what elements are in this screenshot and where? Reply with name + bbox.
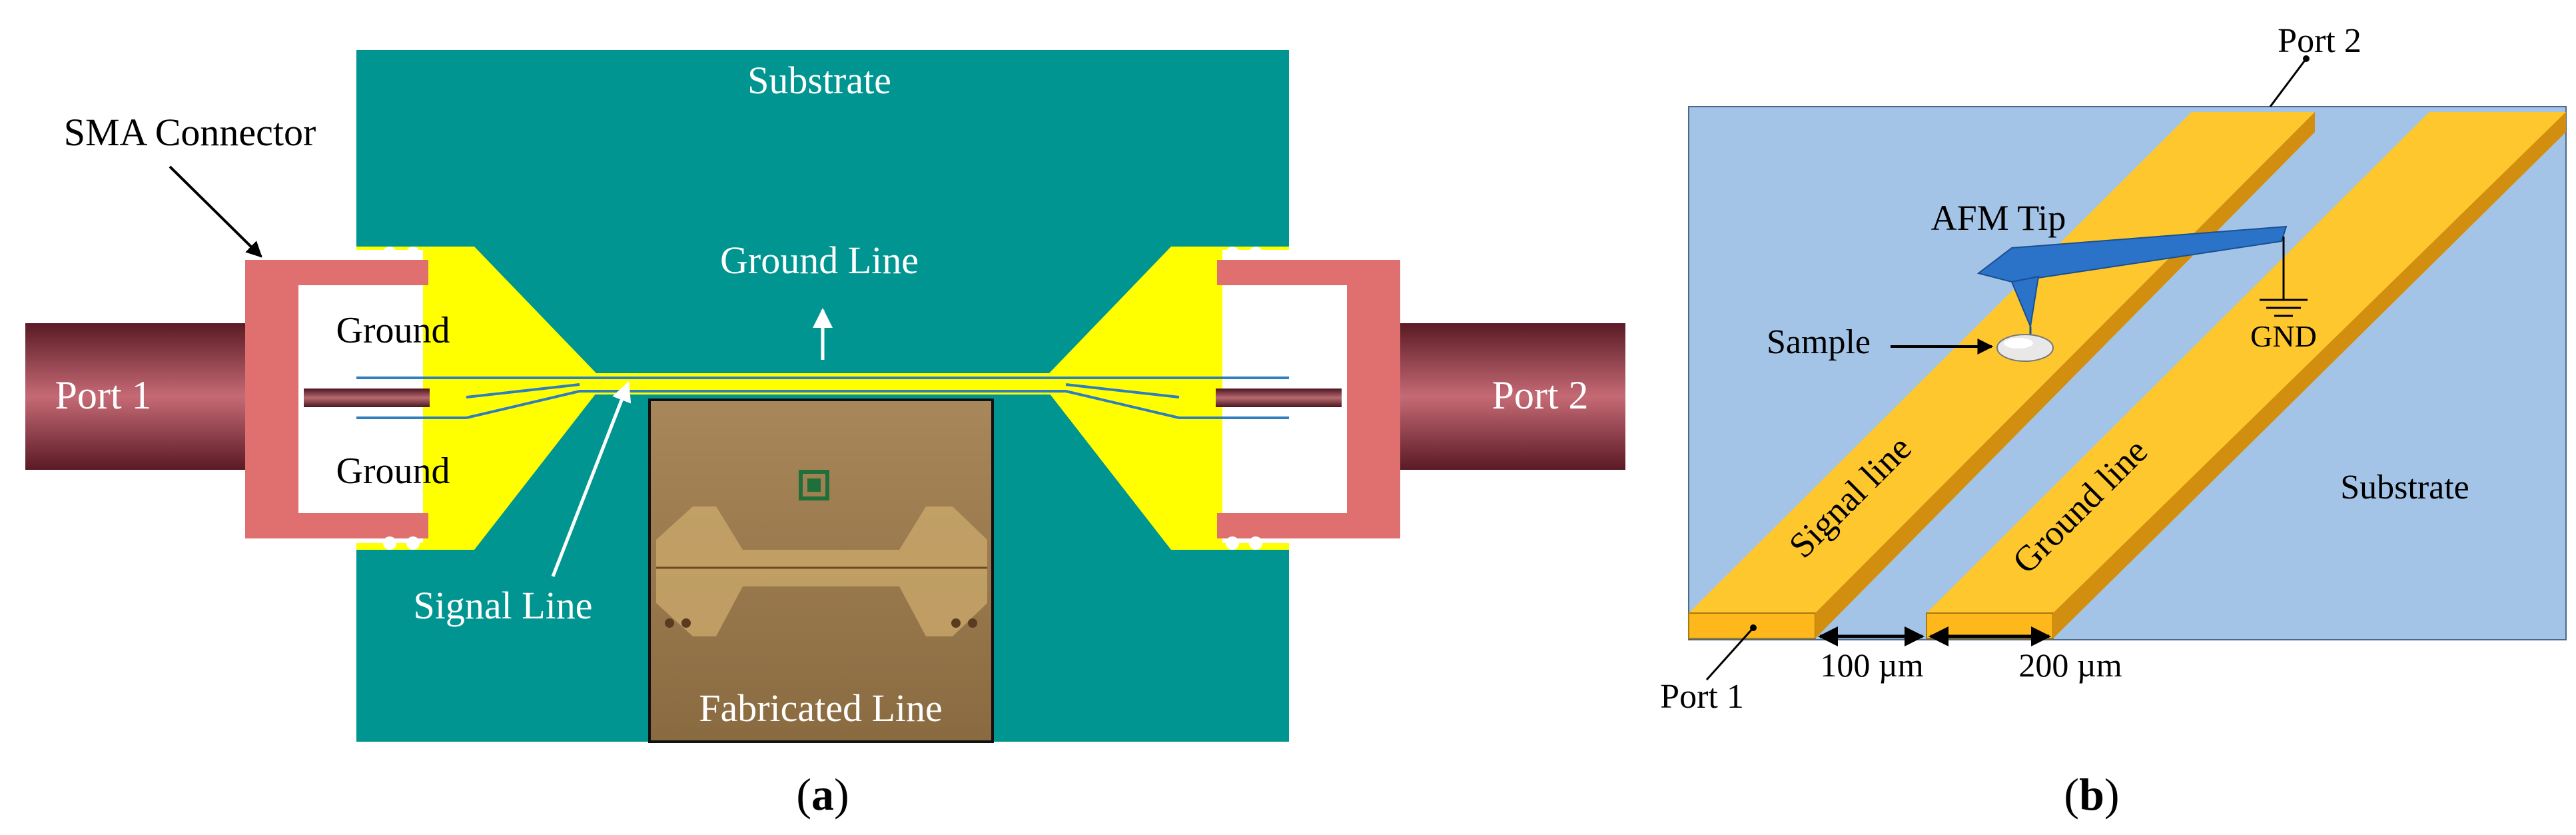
signal-trace-left [466,383,580,399]
ground-line-strip [1926,112,2566,639]
substrate-label-a: Substrate [747,59,891,102]
panel-b: Signal line Ground line Port 2 AFM Tip G… [1660,22,2567,820]
sma-connector-left [245,247,428,550]
fabricated-line-photo: Fabricated Line [648,399,994,743]
sma-connector-label: SMA Connector [64,111,316,154]
line-width-label: 200 µm [2018,646,2122,684]
sma-connector-right [1217,247,1400,550]
port1-dot [1750,624,1757,631]
port2-cable [1396,323,1625,470]
gnd-label: GND [2250,319,2317,353]
caption-b-letter: b [2079,769,2104,820]
afm-tip-label: AFM Tip [1931,198,2066,238]
sample-label: Sample [1767,323,1871,361]
cpw-gap-bottom [356,390,1289,419]
port1-label-a: Port 1 [55,373,151,417]
port1-leader [1705,626,1755,681]
port2-label-b: Port 2 [2278,22,2361,60]
fabricated-line-label: Fabricated Line [699,686,943,730]
signal-line-arrow [551,381,632,577]
signal-line-label: Signal Line [413,584,592,627]
substrate-label-b: Substrate [2340,468,2469,506]
gnd-symbol [2260,237,2308,317]
signal-trace-right [1065,383,1180,399]
port2-pin [1216,389,1349,407]
caption-b: (b) [2064,769,2119,820]
port2-leader [2269,58,2308,107]
port1-label-b: Port 1 [1660,678,1744,716]
logo-mark [799,470,829,500]
ground-label-bottom: Ground [336,450,450,492]
port2-dot [2303,55,2310,62]
ground-line-label: Ground Line [720,239,919,282]
panel-a: Fabricated Line Substrate Ground Line Gr… [25,50,1625,820]
sma-connector-arrow [169,165,262,258]
ground-label-top: Ground [336,310,450,351]
caption-a: (a) [796,769,849,820]
afm-cantilever [1976,225,2288,337]
port2-label-a: Port 2 [1492,373,1588,417]
port1-pin [296,389,430,407]
caption-a-letter: a [811,769,834,820]
port1-cable [25,323,255,470]
gap-width-label: 100 µm [1820,646,1923,684]
sample-highlight [2004,338,2033,349]
